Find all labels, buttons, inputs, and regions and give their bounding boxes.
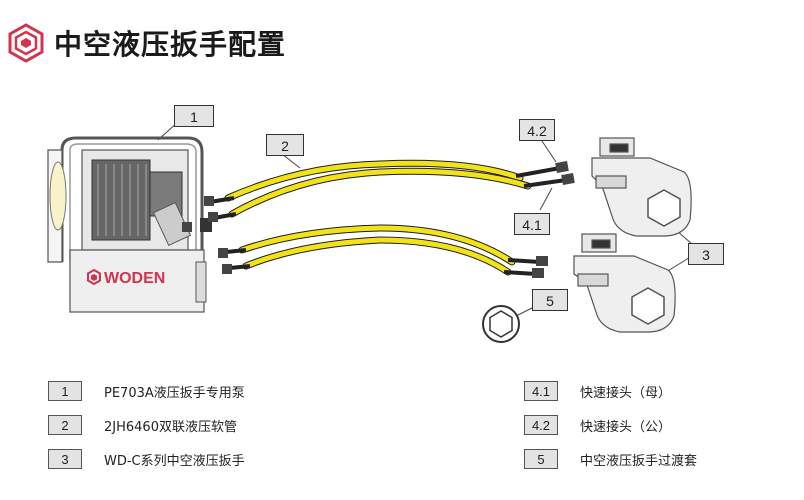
legend-number: 4.1 xyxy=(524,381,558,401)
callout-4-2: 4.2 xyxy=(519,119,555,141)
callout-2: 2 xyxy=(266,134,304,156)
legend-item: 4.2 快速接头（公） xyxy=(524,414,671,436)
legend-label: WD-C系列中空液压扳手 xyxy=(104,453,245,469)
legend-label: 中空液压扳手过渡套 xyxy=(580,453,698,469)
configuration-diagram: WODEN xyxy=(47,121,693,343)
hydraulic-hoses xyxy=(204,159,575,278)
legend-item: 3 WD-C系列中空液压扳手 xyxy=(48,448,245,470)
legend-item: 1 PE703A液压扳手专用泵 xyxy=(48,380,245,402)
legend-number: 1 xyxy=(48,381,82,401)
pump-brand-logo xyxy=(87,268,101,286)
adapter-socket xyxy=(482,305,520,343)
legend-number: 3 xyxy=(48,449,82,469)
callout-4-1: 4.1 xyxy=(514,213,550,235)
legend-number: 5 xyxy=(524,449,558,469)
hollow-wrenches xyxy=(573,137,692,333)
hydraulic-pump: WODEN xyxy=(47,136,212,313)
legend-item: 5 中空液压扳手过渡套 xyxy=(524,448,697,470)
callout-5: 5 xyxy=(532,289,568,311)
legend-label: 快速接头（公） xyxy=(580,419,672,435)
callout-1: 1 xyxy=(174,105,214,127)
legend-item: 2 2JH6460双联液压软管 xyxy=(48,414,237,436)
legend-item: 4.1 快速接头（母） xyxy=(524,380,671,402)
woden-logo-icon xyxy=(8,23,44,63)
legend-label: 2JH6460双联液压软管 xyxy=(104,419,237,435)
legend-number: 2 xyxy=(48,415,82,435)
pump-brand-text: WODEN xyxy=(104,270,165,287)
callout-3: 3 xyxy=(688,243,724,265)
legend-label: 快速接头（母） xyxy=(580,385,672,401)
page-title: 中空液压扳手配置 xyxy=(54,28,287,61)
legend-number: 4.2 xyxy=(524,415,558,435)
legend-label: PE703A液压扳手专用泵 xyxy=(104,385,245,401)
page-header: 中空液压扳手配置 xyxy=(6,18,286,68)
